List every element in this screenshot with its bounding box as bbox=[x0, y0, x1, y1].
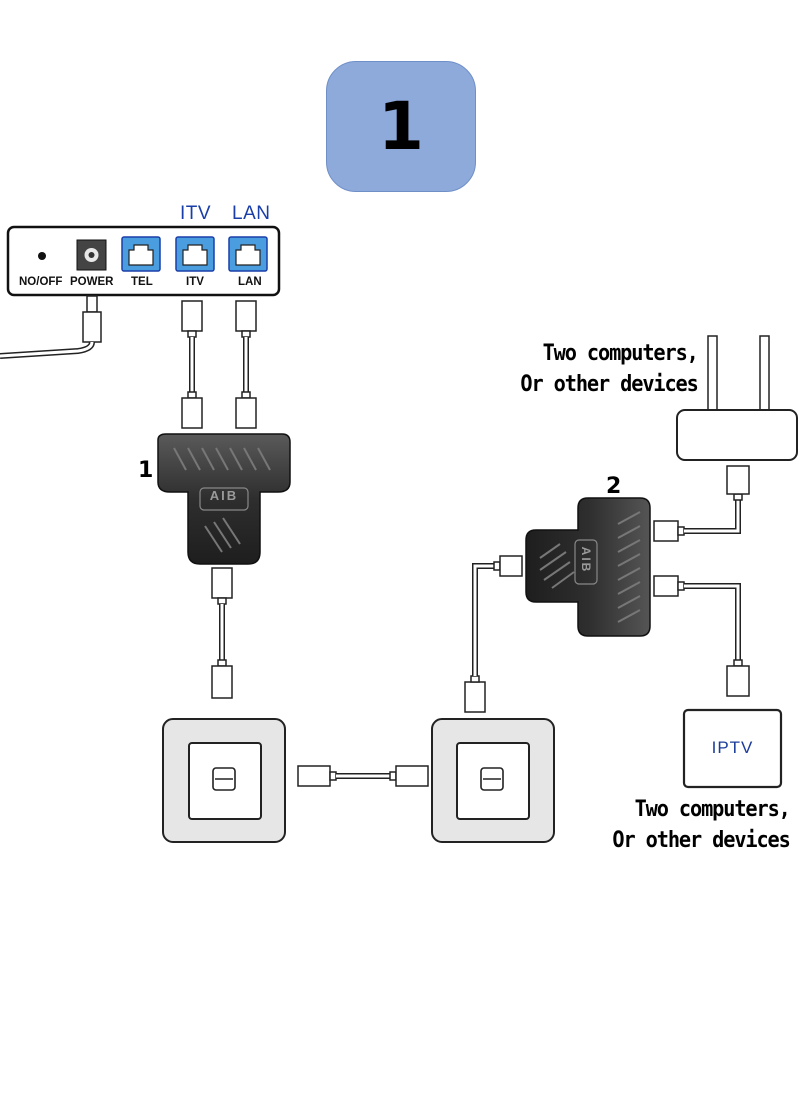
iptv-box bbox=[682, 708, 783, 789]
splitter-2-marking: AIB bbox=[579, 546, 593, 574]
splitter-1-number: 1 bbox=[138, 458, 154, 483]
power-label: POWER bbox=[70, 276, 114, 288]
lan-port[interactable] bbox=[228, 236, 268, 272]
wall-plate-1 bbox=[162, 718, 286, 843]
power-jack[interactable] bbox=[76, 239, 107, 271]
wireless-device bbox=[676, 335, 798, 461]
splitter-1 bbox=[157, 433, 291, 565]
top-right-caption-line1: Two computers, bbox=[542, 341, 699, 366]
top-right-device-caption: Two computers, Or other devices bbox=[520, 338, 699, 400]
splitter-2-number: 2 bbox=[606, 474, 622, 499]
router-to-splitter1-cables bbox=[181, 300, 257, 429]
itv-label: ITV bbox=[186, 276, 204, 288]
lan-label: LAN bbox=[238, 276, 262, 288]
wall2-to-splitter2-cable bbox=[464, 555, 523, 713]
onoff-switch-dot[interactable] bbox=[38, 252, 46, 260]
wall-link-cable bbox=[297, 765, 429, 787]
splitter-2 bbox=[525, 497, 651, 637]
power-cable bbox=[0, 295, 102, 359]
bottom-right-device-caption: Two computers, Or other devices bbox=[612, 794, 791, 856]
bottom-right-caption-line2: Or other devices bbox=[612, 828, 791, 853]
wall-plate-2 bbox=[431, 718, 555, 843]
splitter2-output-cables bbox=[653, 465, 750, 697]
onoff-label: NO/OFF bbox=[19, 276, 63, 288]
bottom-right-caption-line1: Two computers, bbox=[634, 797, 791, 822]
tel-label: TEL bbox=[131, 276, 153, 288]
router-panel bbox=[6, 225, 281, 297]
lan-top-label: LAN bbox=[232, 203, 271, 224]
top-right-caption-line2: Or other devices bbox=[520, 372, 699, 397]
step-number-badge: 1 bbox=[326, 61, 476, 192]
itv-port[interactable] bbox=[175, 236, 215, 272]
itv-top-label: ITV bbox=[180, 203, 212, 224]
splitter1-to-wall1-cable bbox=[211, 567, 233, 699]
tel-port[interactable] bbox=[121, 236, 161, 272]
splitter-1-marking: AIB bbox=[209, 488, 239, 503]
iptv-screen-label: IPTV bbox=[711, 738, 754, 757]
